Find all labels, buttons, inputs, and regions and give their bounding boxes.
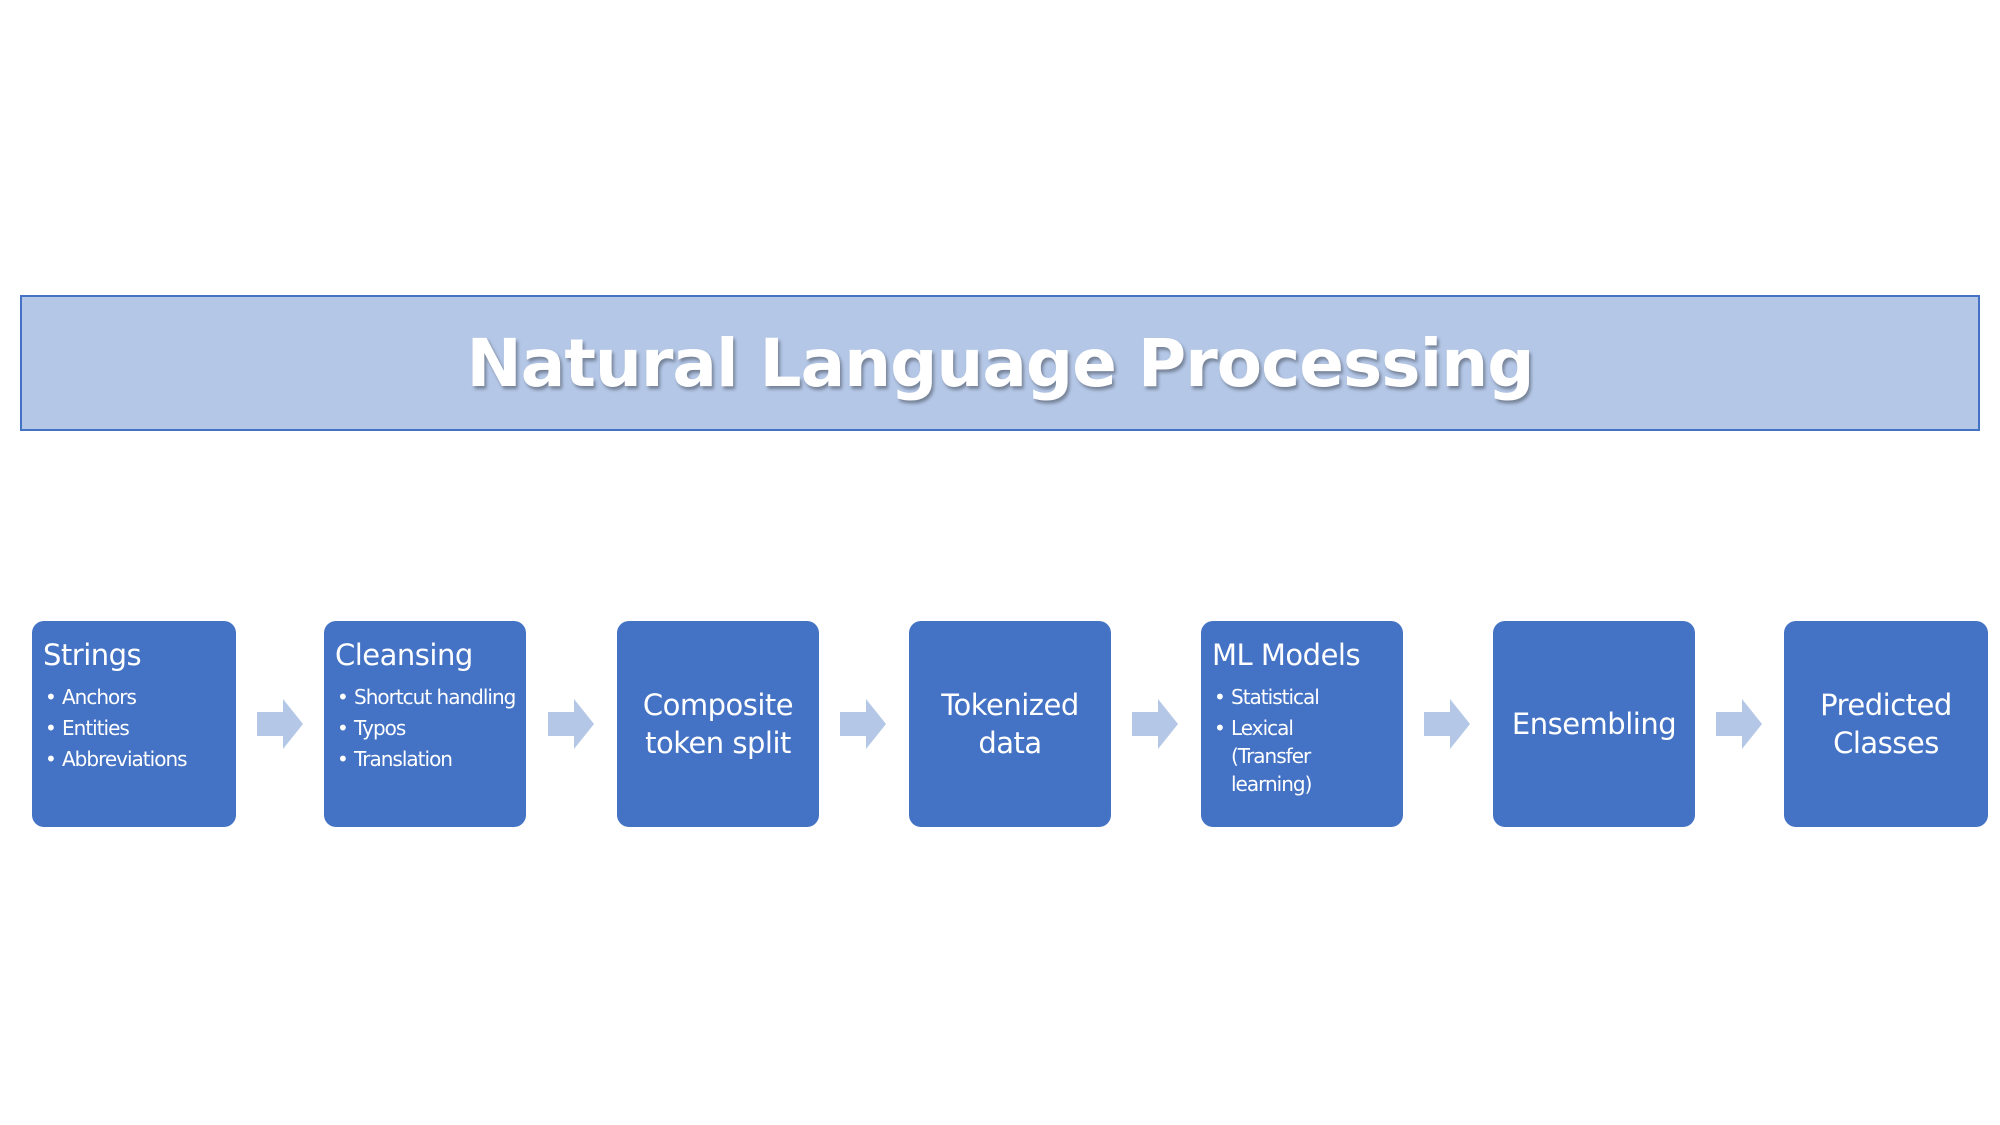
right-arrow-icon [1132, 699, 1178, 749]
step-ensembling: Ensembling [1493, 621, 1695, 827]
step-bullet: Entities [43, 714, 226, 742]
step-bullet: Statistical [1212, 683, 1393, 711]
step-bullet: Shortcut handling [335, 683, 516, 711]
step-ml-models: ML Models Statistical Lexical (Transfer … [1201, 621, 1403, 827]
step-bullet: Anchors [43, 683, 226, 711]
title-banner: Natural Language Processing [20, 295, 1980, 431]
pipeline-flow: Strings Anchors Entities Abbreviations C… [32, 621, 1988, 827]
step-title: Strings [43, 638, 142, 672]
step-title: Cleansing [335, 638, 473, 672]
step-composite-token-split: Composite token split [617, 621, 819, 827]
right-arrow-icon [1424, 699, 1470, 749]
step-bullet: Typos [335, 714, 516, 742]
right-arrow-icon [840, 699, 886, 749]
step-title: ML Models [1212, 638, 1361, 672]
step-title: Composite token split [642, 688, 794, 760]
step-bullet: Lexical (Transfer learning) [1212, 714, 1393, 798]
step-bullet-list: Shortcut handling Typos Translation [335, 683, 516, 773]
step-bullet: Translation [335, 745, 516, 773]
step-title: Tokenized data [941, 688, 1079, 760]
step-cleansing: Cleansing Shortcut handling Typos Transl… [324, 621, 526, 827]
step-bullet-list: Anchors Entities Abbreviations [43, 683, 226, 773]
step-tokenized-data: Tokenized data [909, 621, 1111, 827]
step-bullet-list: Statistical Lexical (Transfer learning) [1212, 683, 1393, 798]
right-arrow-icon [548, 699, 594, 749]
step-strings: Strings Anchors Entities Abbreviations [32, 621, 236, 827]
right-arrow-icon [1716, 699, 1762, 749]
step-title: Ensembling [1511, 707, 1677, 741]
diagram-title: Natural Language Processing [466, 324, 1535, 402]
step-predicted-classes: Predicted Classes [1784, 621, 1988, 827]
right-arrow-icon [257, 699, 303, 749]
step-bullet: Abbreviations [43, 745, 226, 773]
step-title: Predicted Classes [1820, 688, 1952, 760]
